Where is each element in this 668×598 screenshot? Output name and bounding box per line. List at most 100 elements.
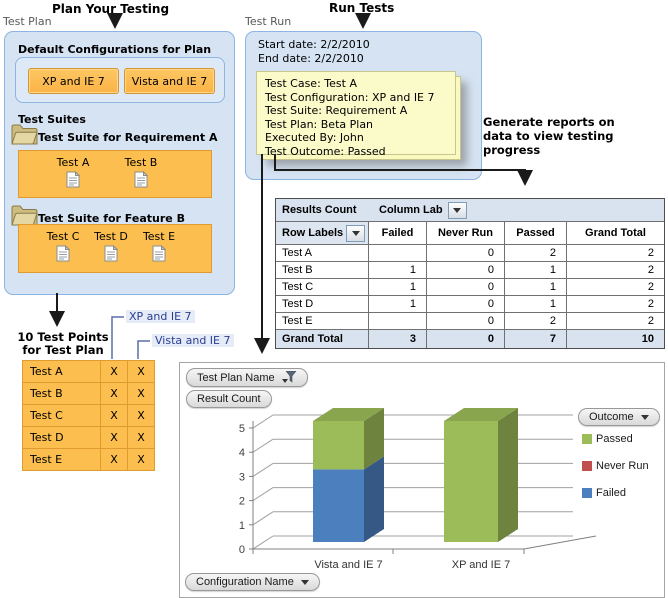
config-button-vista-ie7-label: Vista and IE 7 xyxy=(131,74,208,88)
legend-label: Passed xyxy=(596,433,633,445)
table-row: Test B 1 0 1 2 xyxy=(276,261,664,278)
document-icon xyxy=(56,245,70,262)
pivot-title-row: Results Count Column Lab xyxy=(276,199,664,221)
row-name: Test A xyxy=(282,247,312,259)
value-field-button[interactable]: Result Count xyxy=(186,390,272,408)
legend-field-button[interactable]: Outcome xyxy=(578,408,660,426)
config-button-vista-ie7[interactable]: Vista and IE 7 xyxy=(124,68,215,94)
column-header-never-run: Never Run xyxy=(426,222,504,244)
filter-field-label: Test Plan Name xyxy=(197,371,275,384)
folder-icon xyxy=(10,203,38,230)
legend-item-never-run: Never Run xyxy=(582,460,649,472)
test-case-item: Test D xyxy=(85,230,137,262)
legend-item-passed: Passed xyxy=(582,433,633,445)
end-date: End date: 2/2/2010 xyxy=(258,52,364,65)
default-configurations-group: XP and IE 7 Vista and IE 7 xyxy=(15,57,225,103)
cell-failed xyxy=(368,245,426,261)
point-row-label: Test A xyxy=(22,360,102,383)
point-mark: X xyxy=(127,448,155,471)
failed-swatch xyxy=(582,488,592,498)
chevron-down-icon xyxy=(351,230,360,236)
svg-text:4: 4 xyxy=(239,447,245,459)
point-mark: X xyxy=(127,360,155,383)
category-field-label: Configuration Name xyxy=(196,576,294,588)
point-mark: X xyxy=(127,382,155,405)
test-points-title-line2: for Test Plan xyxy=(22,343,104,357)
folder-icon xyxy=(10,122,38,149)
test-a-label: Test A xyxy=(56,156,90,169)
svg-text:3: 3 xyxy=(239,471,245,483)
test-c-label: Test C xyxy=(46,230,80,243)
column-header-failed: Failed xyxy=(368,222,426,244)
cell-passed: 1 xyxy=(504,296,566,312)
cell-never-run: 0 xyxy=(426,262,504,278)
filter-funnel-icon xyxy=(281,371,297,383)
cell-never-run: 0 xyxy=(426,330,504,348)
note-line-test-plan: Test Plan: Beta Plan xyxy=(265,117,374,131)
svg-text:5: 5 xyxy=(239,423,245,435)
column-field-label: Column Lab xyxy=(379,204,443,216)
test-run-box: Start date: 2/2/2010 End date: 2/2/2010 … xyxy=(245,31,482,180)
category-field-button[interactable]: Configuration Name xyxy=(185,573,320,591)
point-row-label: Test E xyxy=(22,448,102,471)
points-config-label-vista: Vista and IE 7 xyxy=(152,334,234,347)
cell-failed: 1 xyxy=(368,262,426,278)
plan-your-testing-heading: Plan Your Testing xyxy=(52,2,170,16)
chevron-down-icon xyxy=(640,414,649,420)
cell-grand-total: 2 xyxy=(566,262,664,278)
row-name: Test C xyxy=(282,281,314,293)
cell-grand-total: 2 xyxy=(566,313,664,329)
table-row: Test E 0 2 2 xyxy=(276,312,664,329)
results-pivot-table: Results Count Column Lab Row Labels Fail… xyxy=(275,198,665,349)
document-icon xyxy=(104,245,118,262)
test-d-label: Test D xyxy=(94,230,128,243)
document-icon xyxy=(134,171,148,188)
grand-total-row: Grand Total 3 0 7 10 xyxy=(276,329,664,348)
pivot-header-row: Row Labels Failed Never Run Passed Grand… xyxy=(276,221,664,244)
test-case-item: Test E xyxy=(133,230,185,262)
table-row: Test A 0 2 2 xyxy=(276,244,664,261)
config-button-xp-ie7[interactable]: XP and IE 7 xyxy=(28,68,119,94)
table-row: Test D 1 0 1 2 xyxy=(276,295,664,312)
suite-b-title: Test Suite for Feature B xyxy=(38,212,185,225)
note-line-test-case: Test Case: Test A xyxy=(265,77,357,90)
passed-swatch xyxy=(582,434,592,444)
start-date: Start date: 2/2/2010 xyxy=(258,38,370,51)
row-labels-dropdown-button[interactable] xyxy=(346,224,365,242)
grand-total-label: Grand Total xyxy=(282,333,343,345)
chevron-down-icon xyxy=(300,579,309,585)
row-labels-header: Row Labels xyxy=(282,227,344,239)
default-configurations-title: Default Configurations for Plan xyxy=(18,43,212,56)
table-row: Test C 1 0 1 2 xyxy=(276,278,664,295)
suite-a-panel: Test A Test B xyxy=(18,150,212,198)
row-name: Test B xyxy=(282,264,313,276)
config-button-xp-ie7-label: XP and IE 7 xyxy=(42,74,105,88)
cell-failed: 3 xyxy=(368,330,426,348)
filter-field-button[interactable]: Test Plan Name xyxy=(186,368,308,387)
test-points-title-line1: 10 Test Points xyxy=(17,330,109,344)
note-line-executed-by: Executed By: John xyxy=(265,131,364,144)
test-points-title: 10 Test Points for Test Plan xyxy=(14,331,112,357)
column-field-dropdown-button[interactable] xyxy=(447,201,467,219)
legend-label: Failed xyxy=(596,487,626,499)
point-mark: X xyxy=(100,448,128,471)
bracket-xp-ie7 xyxy=(111,316,124,359)
note-line-test-outcome: Test Outcome: Passed xyxy=(265,144,386,158)
cell-grand-total: 2 xyxy=(566,245,664,261)
test-plan-label: Test Plan xyxy=(3,15,52,28)
generate-reports-note: Generate reports on data to view testing… xyxy=(483,115,615,157)
svg-text:2: 2 xyxy=(239,496,245,508)
legend-label: Never Run xyxy=(596,460,649,472)
test-points-name-table: Test A Test B Test C Test D Test E xyxy=(22,360,102,471)
cell-passed: 2 xyxy=(504,313,566,329)
cell-failed xyxy=(368,313,426,329)
note-line-test-suite: Test Suite: Requirement A xyxy=(265,104,408,117)
suite-a-title: Test Suite for Requirement A xyxy=(38,131,218,144)
document-icon xyxy=(66,171,80,188)
test-case-item: Test C xyxy=(37,230,89,262)
point-mark: X xyxy=(100,382,128,405)
